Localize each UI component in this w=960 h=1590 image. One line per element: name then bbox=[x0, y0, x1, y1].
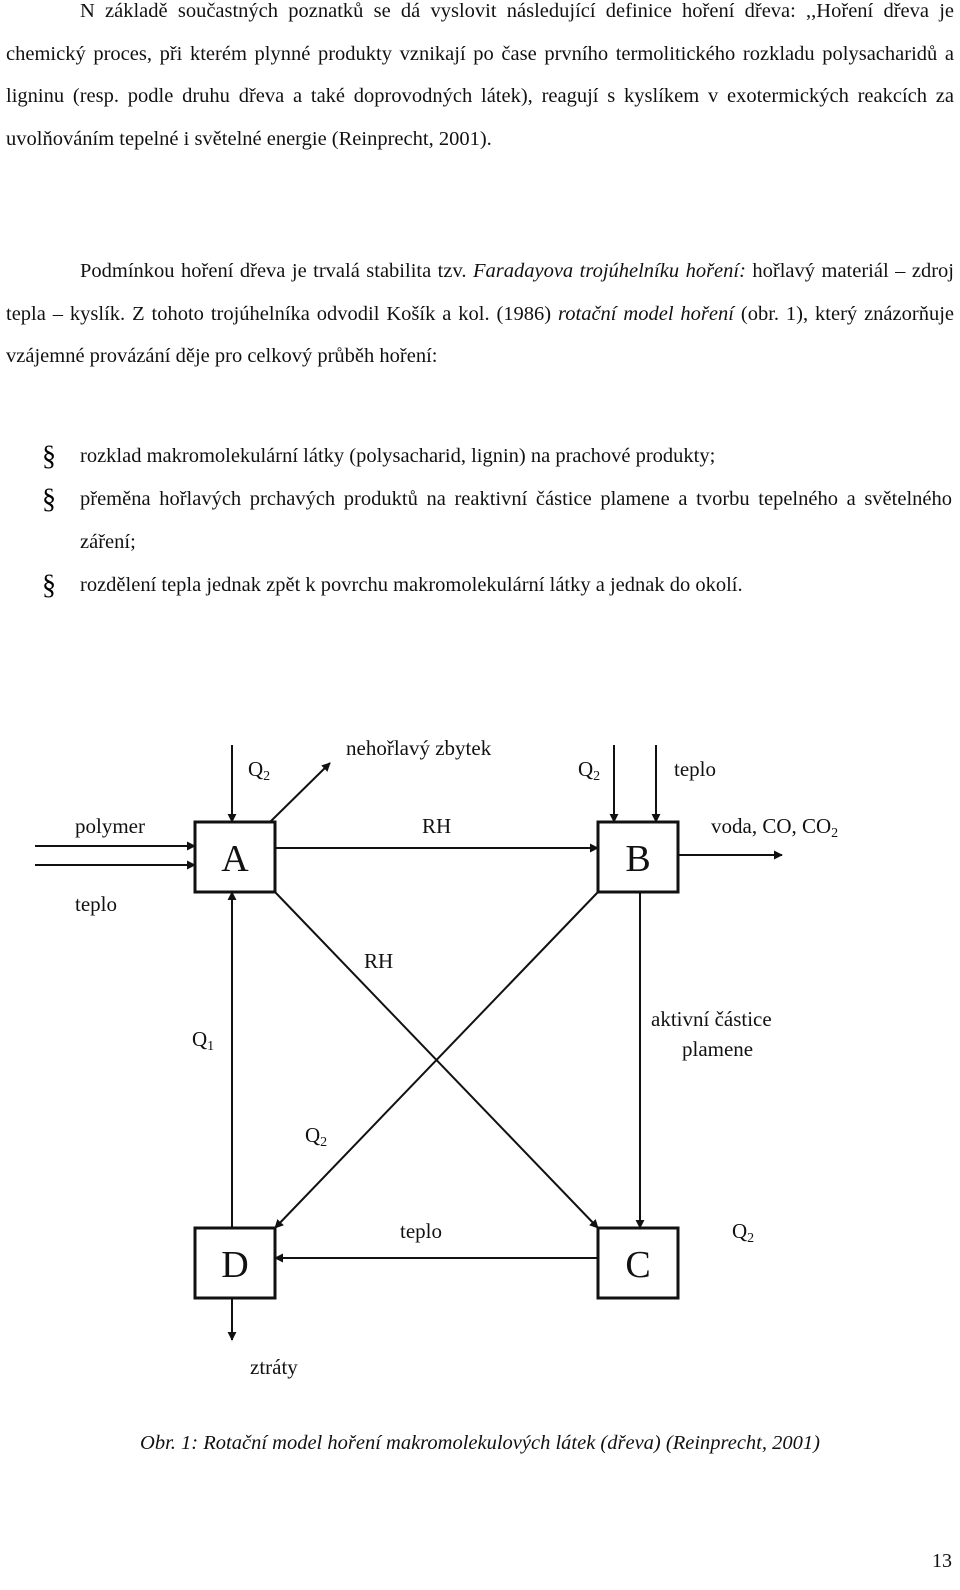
label-polymer: polymer bbox=[75, 814, 145, 838]
rotation-model-paragraph: Podmínkou hoření dřeva je trvalá stabili… bbox=[6, 250, 954, 378]
label-teplo-bottom: teplo bbox=[400, 1219, 442, 1243]
label-teplo-top: teplo bbox=[674, 757, 716, 781]
process-list: § rozklad makromolekulární látky (polysa… bbox=[0, 435, 960, 607]
arrow-b-to-d-diagonal bbox=[274, 891, 599, 1229]
list-item-text: rozdělení tepla jednak zpět k povrchu ma… bbox=[80, 574, 743, 596]
label-q2-bottom-right: Q2 bbox=[732, 1219, 754, 1246]
list-item-text: přeměna hořlavých prchavých produktů na … bbox=[80, 488, 952, 553]
section-sign-bullet-icon: § bbox=[42, 484, 56, 515]
faraday-triangle-term: Faradayova trojúhelníku hoření: bbox=[472, 260, 746, 282]
page-number: 13 bbox=[932, 1550, 952, 1572]
label-teplo-left: teplo bbox=[75, 892, 117, 916]
section-sign-bullet-icon: § bbox=[42, 570, 56, 601]
arrow-a-to-residue bbox=[269, 762, 331, 823]
paragraph-text-1: Podmínkou hoření dřeva je trvalá stabili… bbox=[80, 260, 473, 282]
svg-text:§: § bbox=[42, 570, 56, 601]
intro-paragraph: N základě součastných poznatků se dá vys… bbox=[6, 0, 954, 160]
box-b bbox=[596, 820, 680, 894]
box-a-label: A bbox=[221, 838, 249, 880]
box-b-label: B bbox=[625, 838, 650, 880]
label-q1: Q1 bbox=[192, 1027, 214, 1054]
label-q2-top-right: Q2 bbox=[578, 757, 600, 784]
label-active-particles-1: aktivní částice bbox=[651, 1007, 772, 1031]
list-item: § přeměna hořlavých prchavých produktů n… bbox=[0, 478, 952, 564]
list-item-text: rozklad makromolekulární látky (polysach… bbox=[80, 445, 716, 467]
label-products: voda, CO, CO2 bbox=[711, 814, 838, 841]
svg-text:§: § bbox=[42, 441, 56, 472]
box-d bbox=[193, 1226, 277, 1300]
label-rh-top: RH bbox=[422, 814, 451, 838]
label-rh-middle: RH bbox=[364, 949, 393, 973]
figure-caption: Obr. 1: Rotační model hoření makromoleku… bbox=[140, 1432, 820, 1454]
box-c-label: C bbox=[625, 1244, 650, 1286]
section-sign-bullet-icon: § bbox=[42, 441, 56, 472]
label-q2-top-left: Q2 bbox=[248, 757, 270, 784]
list-item: § rozklad makromolekulární látky (polysa… bbox=[0, 435, 952, 478]
list-item: § rozdělení tepla jednak zpět k povrchu … bbox=[0, 564, 952, 607]
rotation-model-diagram: A B C D Q2 nehořlavý zbytek Q2 teplo pol… bbox=[35, 736, 838, 1379]
label-losses: ztráty bbox=[250, 1355, 298, 1379]
label-q2-middle: Q2 bbox=[305, 1123, 327, 1150]
svg-text:§: § bbox=[42, 484, 56, 515]
box-d-label: D bbox=[221, 1244, 248, 1286]
intro-paragraph-text: N základě součastných poznatků se dá vys… bbox=[6, 0, 954, 150]
paragraph-text-2: hořlavý materiál – zdroj tepla – kyslík.… bbox=[6, 260, 954, 325]
rotation-model-term: rotační model hoření bbox=[558, 302, 734, 325]
label-active-particles-2: plamene bbox=[682, 1037, 753, 1061]
label-nonflammable-residue: nehořlavý zbytek bbox=[346, 736, 492, 760]
paragraph-text-3: (obr. 1), který znázorňuje vzájemné prov… bbox=[6, 302, 954, 368]
